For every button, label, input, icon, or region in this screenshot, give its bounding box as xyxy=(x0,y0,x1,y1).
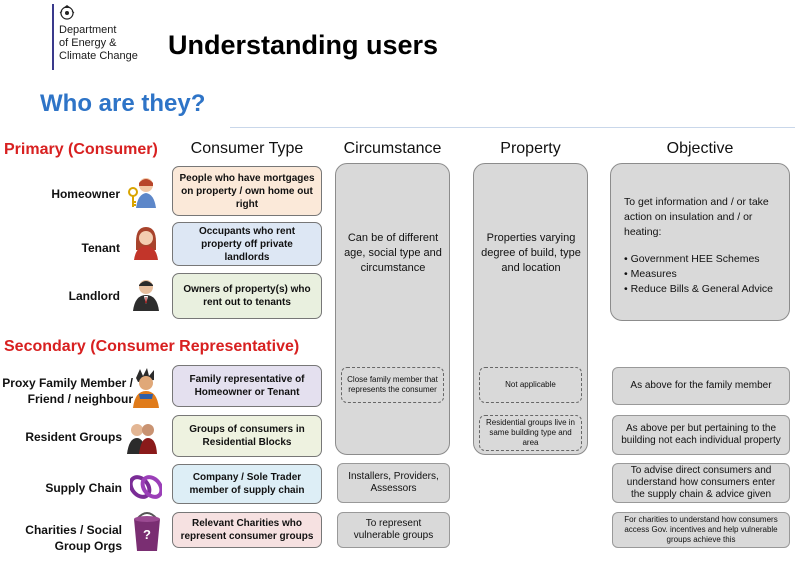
section-primary: Primary (Consumer) xyxy=(4,141,158,158)
column-header-circumstance: Circumstance xyxy=(343,140,442,157)
objective-item: • Government HEE Schemes xyxy=(624,253,760,265)
businessman-icon xyxy=(133,280,159,311)
property-resident-box: Residential groups live in same building… xyxy=(479,415,582,451)
role-supply-chain: Supply Chain xyxy=(45,481,122,495)
objective-primary-panel xyxy=(610,163,790,321)
circumstance-proxy-box: Close family member that represents the … xyxy=(341,367,444,403)
royal-crest-icon xyxy=(59,5,75,20)
circumstance-supply-box: Installers, Providers, Assessors xyxy=(337,463,450,503)
role-charities-line-2: Group Orgs xyxy=(54,539,122,553)
role-homeowner: Homeowner xyxy=(51,187,120,201)
logo-line-2: of Energy & xyxy=(59,37,117,49)
objective-primary-text: To get information and / or take action … xyxy=(624,195,784,297)
page-subtitle: Who are they? xyxy=(40,90,206,117)
woman-user-icon xyxy=(134,227,158,260)
role-proxy: Proxy Family Member / Friend / neighbour xyxy=(0,375,133,407)
consumer-type-resident-groups: Groups of consumers in Residential Block… xyxy=(172,415,322,457)
property-primary-text: Properties varying degree of build, type… xyxy=(481,232,581,274)
svg-text:?: ? xyxy=(143,527,151,542)
role-tenant: Tenant xyxy=(81,241,120,255)
user-with-key-icon xyxy=(128,178,156,208)
consumer-type-tenant: Occupants who rent property off private … xyxy=(172,222,322,266)
logo-line-3: Climate Change xyxy=(59,50,138,62)
consumer-type-homeowner: People who have mortgages on property / … xyxy=(172,166,322,216)
role-resident-groups: Resident Groups xyxy=(25,430,122,444)
role-charities: Charities / Social Group Orgs xyxy=(10,522,122,554)
objective-item: • Reduce Bills & General Advice xyxy=(624,283,773,295)
charity-bucket-icon: ? xyxy=(134,512,160,551)
circumstance-primary-text: Can be of different age, social type and… xyxy=(344,232,442,274)
objective-proxy-box: As above for the family member xyxy=(612,367,790,405)
section-secondary: Secondary (Consumer Representative) xyxy=(4,338,300,355)
dECC-logo: Department of Energy & Climate Change xyxy=(52,4,162,70)
column-header-consumer-type: Consumer Type xyxy=(190,140,304,157)
objective-resident-box: As above per but pertaining to the build… xyxy=(612,415,790,455)
objective-item: • Measures xyxy=(624,268,677,280)
objective-primary-list: • Government HEE Schemes • Measures • Re… xyxy=(624,252,784,297)
consumer-type-proxy: Family representative of Homeowner or Te… xyxy=(172,365,322,407)
role-proxy-line-1: Proxy Family Member / xyxy=(2,376,133,390)
logo-text: Department of Energy & Climate Change xyxy=(59,24,138,63)
consumer-type-supply-chain: Company / Sole Trader member of supply c… xyxy=(172,464,322,504)
objective-supply-box: To advise direct consumers and understan… xyxy=(612,463,790,503)
property-proxy-box: Not applicable xyxy=(479,367,582,403)
title-divider xyxy=(230,127,795,128)
logo-rule xyxy=(52,4,54,70)
column-header-objective: Objective xyxy=(666,140,734,157)
role-proxy-line-2: Friend / neighbour xyxy=(27,392,133,406)
circumstance-charities-box: To represent vulnerable groups xyxy=(337,512,450,548)
property-column xyxy=(473,163,588,455)
circumstance-column xyxy=(335,163,450,455)
role-landlord: Landlord xyxy=(68,289,120,303)
consumer-type-charities: Relevant Charities who represent consume… xyxy=(172,512,322,548)
page-title: Understanding users xyxy=(168,30,439,60)
objective-primary-intro: To get information and / or take action … xyxy=(624,196,769,238)
chain-link-icon xyxy=(130,475,162,499)
logo-line-1: Department xyxy=(59,24,117,36)
objective-charities-box: For charities to understand how consumer… xyxy=(612,512,790,548)
group-icon xyxy=(127,424,157,454)
family-member-icon xyxy=(133,368,159,408)
column-header-property: Property xyxy=(500,140,561,157)
role-charities-line-1: Charities / Social xyxy=(25,523,122,537)
consumer-type-landlord: Owners of property(s) who rent out to te… xyxy=(172,273,322,319)
